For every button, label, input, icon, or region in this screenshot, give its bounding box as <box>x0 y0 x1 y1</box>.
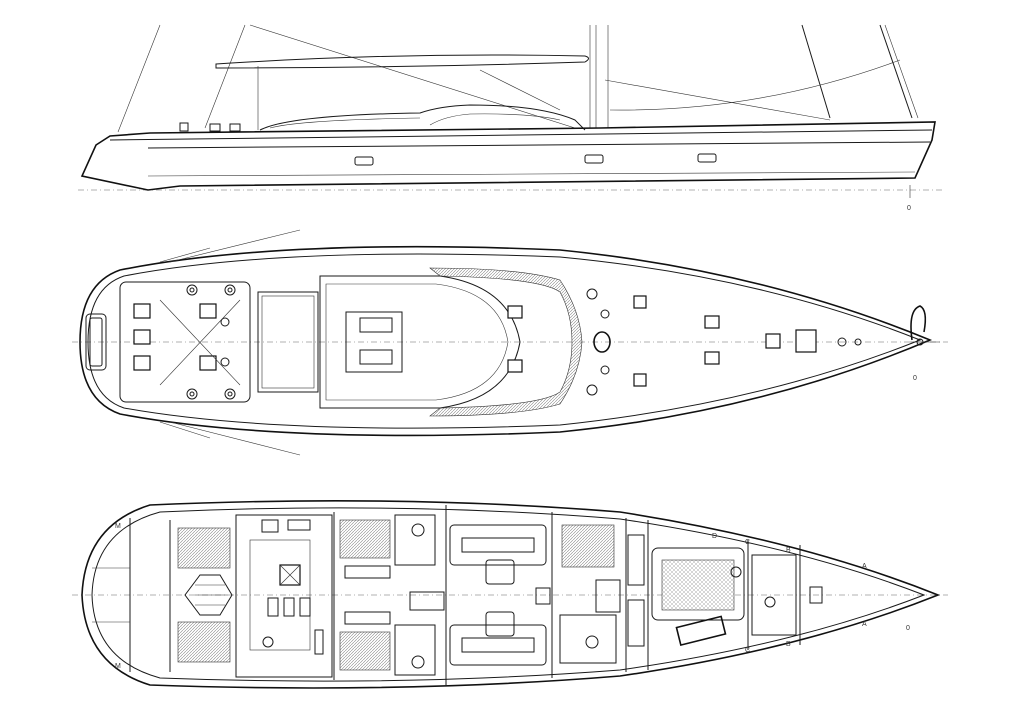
deck-marker: 0 <box>913 375 917 382</box>
section-m-label: M <box>115 663 121 670</box>
accommodation-plan-view: A A B B C C D M M 0 <box>72 500 948 689</box>
section-d-label: D <box>712 533 717 540</box>
porthole <box>584 154 604 164</box>
section-b-label: B <box>786 547 791 554</box>
deck-plan-view: 0 <box>72 229 948 456</box>
section-c-label: C <box>745 539 750 546</box>
profile-marker: 0 <box>907 205 911 212</box>
porthole <box>697 153 717 163</box>
section-b-label: B <box>786 641 791 648</box>
porthole <box>354 156 374 166</box>
side-profile-view: 0 <box>78 24 945 212</box>
section-c-label: C <box>745 647 750 654</box>
section-m-label: M <box>115 523 121 530</box>
section-a-label: A <box>862 621 867 628</box>
accommodation-marker: 0 <box>906 625 910 632</box>
section-a-label: A <box>862 563 867 570</box>
